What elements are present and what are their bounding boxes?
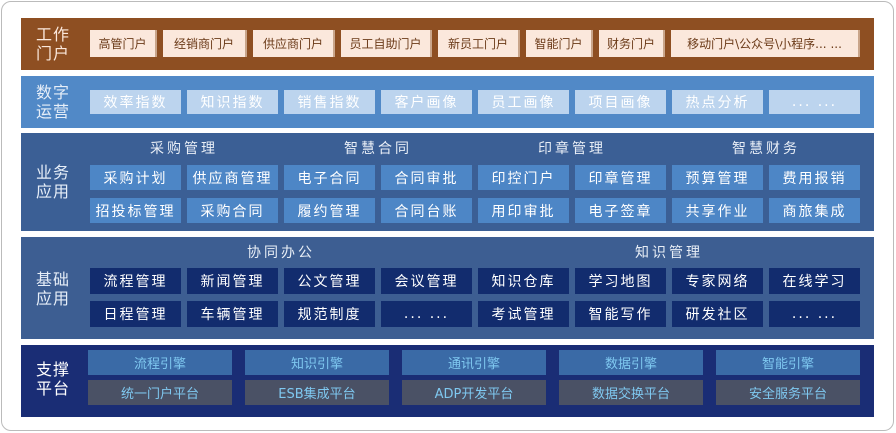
business-item[interactable]: 共享作业 bbox=[672, 198, 763, 223]
layer-label: 工作门户 bbox=[35, 25, 70, 63]
business-item[interactable]: 印控门户 bbox=[478, 165, 569, 190]
business-item[interactable]: 采购合同 bbox=[187, 198, 278, 223]
basic-item[interactable]: 规范制度 bbox=[284, 301, 375, 327]
business-item[interactable]: 电子合同 bbox=[284, 165, 375, 190]
digital-item[interactable]: 热点分析 bbox=[672, 90, 763, 114]
platform-item[interactable]: ADP开发平台 bbox=[402, 380, 546, 405]
basic-item[interactable]: 智能写作 bbox=[575, 301, 666, 327]
business-item[interactable]: 履约管理 bbox=[284, 198, 375, 223]
portal-item[interactable]: 财务门户 bbox=[599, 30, 665, 57]
portal-item[interactable]: 新员工门户 bbox=[438, 30, 520, 57]
business-item[interactable]: 商旅集成 bbox=[769, 198, 860, 223]
business-item[interactable]: 电子签章 bbox=[575, 198, 666, 223]
basic-item[interactable]: 知识仓库 bbox=[478, 268, 569, 294]
business-item[interactable]: 预算管理 bbox=[672, 165, 763, 190]
engine-item[interactable]: 通讯引擎 bbox=[402, 350, 546, 375]
portal-item[interactable]: 智能门户 bbox=[526, 30, 593, 57]
basic-item[interactable]: 流程管理 bbox=[90, 268, 181, 294]
basic-item[interactable]: 专家网络 bbox=[672, 268, 763, 294]
digital-item[interactable]: 客户画像 bbox=[381, 90, 472, 114]
basic-item[interactable]: ... ... bbox=[769, 301, 860, 327]
portal-item[interactable]: 员工自助门户 bbox=[341, 30, 432, 57]
engine-item[interactable]: 知识引擎 bbox=[245, 350, 389, 375]
layer-basic-apps: 基础应用 协同办公 知识管理流程管理新闻管理公文管理会议管理知识仓库学习地图专家网… bbox=[21, 237, 874, 339]
basic-item[interactable]: 日程管理 bbox=[90, 301, 181, 327]
business-item[interactable]: 费用报销 bbox=[769, 165, 860, 190]
business-item[interactable]: 印章管理 bbox=[575, 165, 666, 190]
portal-item[interactable]: 高管门户 bbox=[90, 30, 157, 57]
group-heading: 协同办公 bbox=[247, 245, 315, 261]
group-heading: 知识管理 bbox=[635, 245, 703, 261]
layer-support-platform: 支撑平台 流程引擎知识引擎通讯引擎数据引擎智能引擎统一门户平台 ESB集成平台 AD… bbox=[21, 345, 874, 417]
digital-item[interactable]: 效率指数 bbox=[90, 90, 181, 114]
platform-item[interactable]: 数据交换平台 bbox=[559, 380, 703, 405]
platform-item[interactable]: ESB集成平台 bbox=[245, 380, 389, 405]
digital-item[interactable]: ... ... bbox=[769, 90, 860, 114]
layer-business-apps: 业务应用 采购管理智慧合同印章管理智慧财务采购计划供应商管理电子合同合同审批印控… bbox=[21, 133, 874, 231]
layer-label: 数字运营 bbox=[35, 83, 70, 121]
basic-item[interactable]: 考试管理 bbox=[478, 301, 569, 327]
basic-item[interactable]: 新闻管理 bbox=[187, 268, 278, 294]
basic-item[interactable]: 会议管理 bbox=[381, 268, 472, 294]
business-item[interactable]: 招投标管理 bbox=[90, 198, 181, 223]
layer-label: 支撑平台 bbox=[35, 360, 70, 398]
basic-item[interactable]: 车辆管理 bbox=[187, 301, 278, 327]
basic-item[interactable]: ... ... bbox=[381, 301, 472, 327]
group-heading: 智慧财务 bbox=[732, 141, 800, 157]
platform-item[interactable]: 统一门户平台 bbox=[88, 380, 232, 405]
group-heading: 采购管理 bbox=[150, 141, 218, 157]
digital-item[interactable]: 销售指数 bbox=[284, 90, 375, 114]
portal-item[interactable]: 经销商门户 bbox=[163, 30, 247, 57]
business-item[interactable]: 供应商管理 bbox=[187, 165, 278, 190]
digital-item[interactable]: 知识指数 bbox=[187, 90, 278, 114]
layer-label: 基础应用 bbox=[35, 270, 70, 308]
portal-item[interactable]: 供应商门户 bbox=[253, 30, 335, 57]
business-item[interactable]: 采购计划 bbox=[90, 165, 181, 190]
basic-item[interactable]: 研发社区 bbox=[672, 301, 763, 327]
layer-digital-operation: 数字运营 效率指数知识指数销售指数客户画像员工画像项目画像热点分析... ... bbox=[21, 76, 874, 128]
portal-item[interactable]: 移动门户\公众号\小程序... ... bbox=[671, 30, 860, 57]
basic-item[interactable]: 在线学习 bbox=[769, 268, 860, 294]
engine-item[interactable]: 数据引擎 bbox=[559, 350, 703, 375]
digital-item[interactable]: 项目画像 bbox=[575, 90, 666, 114]
engine-item[interactable]: 智能引擎 bbox=[716, 350, 860, 375]
basic-item[interactable]: 公文管理 bbox=[284, 268, 375, 294]
group-heading: 印章管理 bbox=[538, 141, 606, 157]
group-heading: 智慧合同 bbox=[344, 141, 412, 157]
business-item[interactable]: 合同台账 bbox=[381, 198, 472, 223]
platform-item[interactable]: 安全服务平台 bbox=[716, 380, 860, 405]
layer-label: 业务应用 bbox=[35, 163, 70, 201]
digital-item[interactable]: 员工画像 bbox=[478, 90, 569, 114]
business-item[interactable]: 合同审批 bbox=[381, 165, 472, 190]
business-item[interactable]: 用印审批 bbox=[478, 198, 569, 223]
engine-item[interactable]: 流程引擎 bbox=[88, 350, 232, 375]
layer-work-portal: 工作门户 高管门户经销商门户供应商门户员工自助门户新员工门户智能门户财务门户移动… bbox=[21, 18, 874, 70]
basic-item[interactable]: 学习地图 bbox=[575, 268, 666, 294]
